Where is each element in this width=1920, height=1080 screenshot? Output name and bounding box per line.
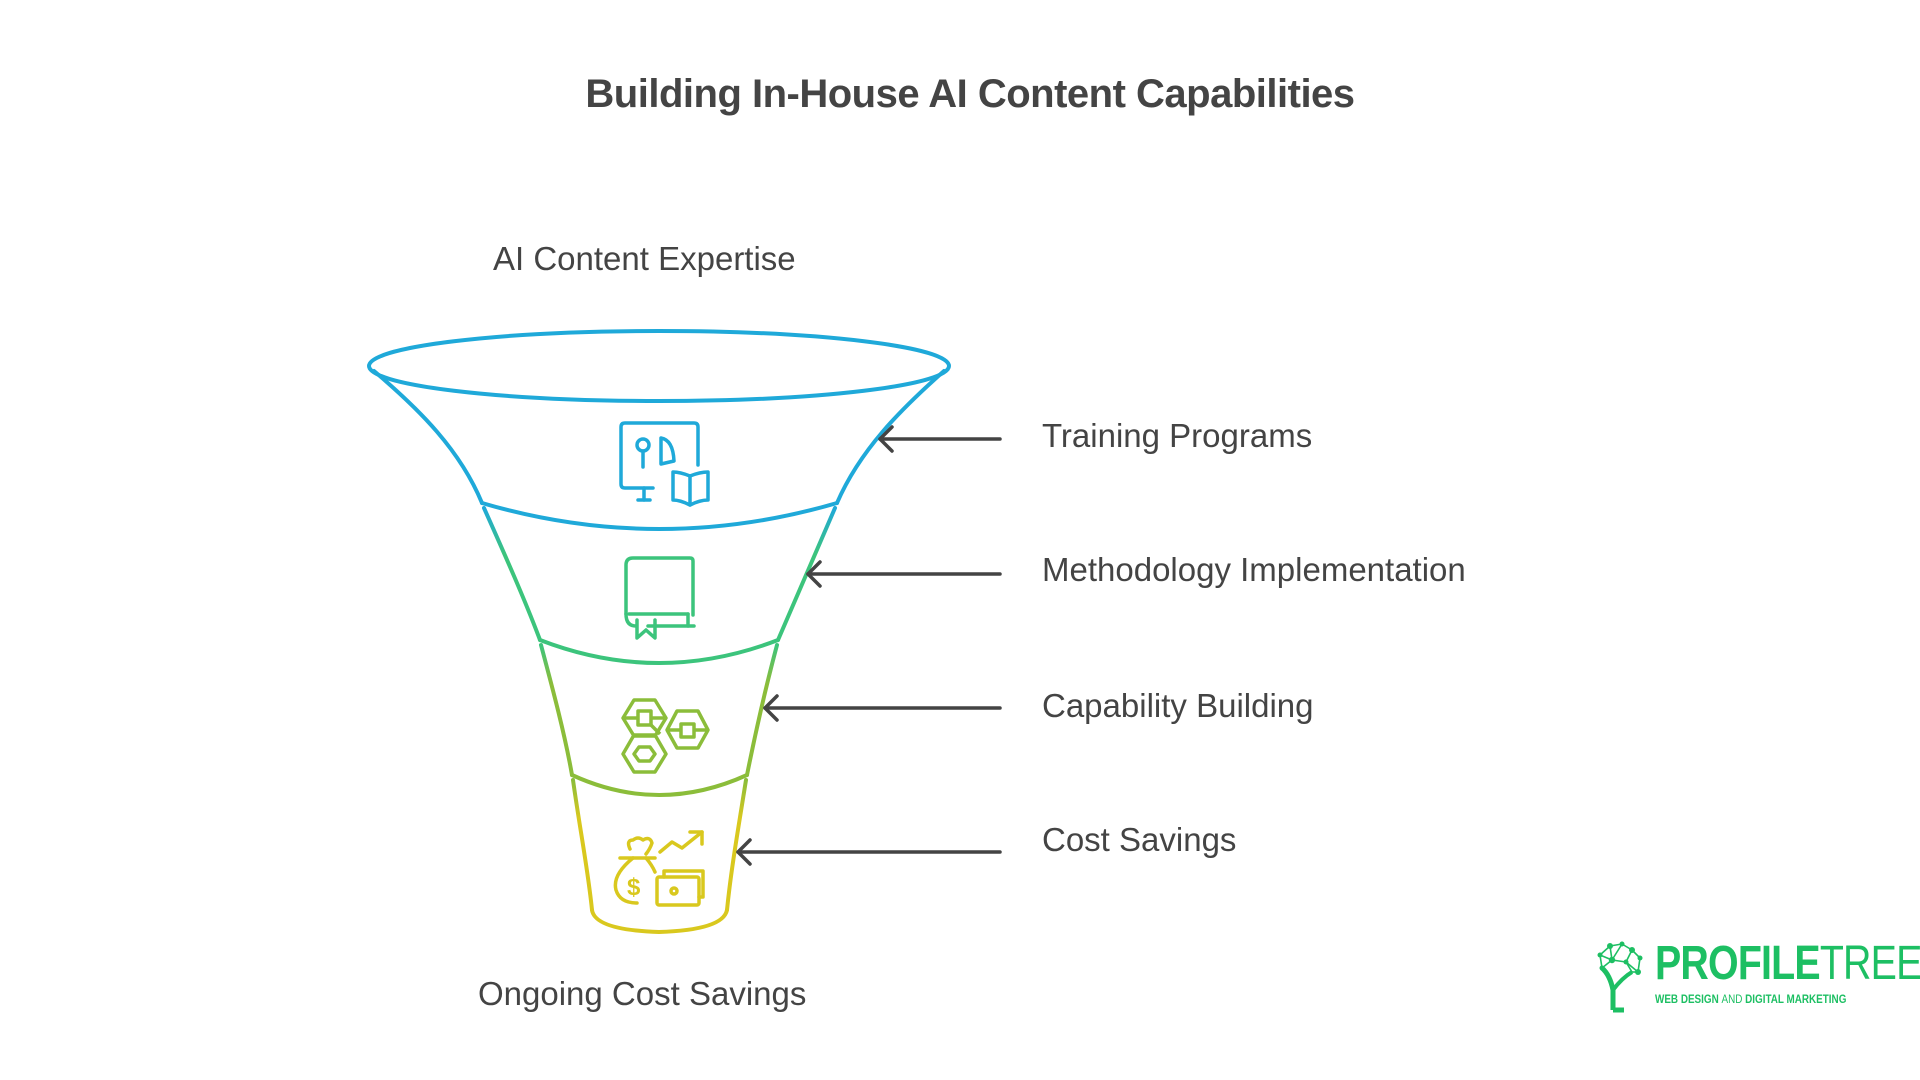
money-bag-growth-icon: $ [613,830,705,907]
arrow-stage-2 [806,560,1002,588]
funnel-bottom-label: Ongoing Cost Savings [478,975,807,1012]
logo-brand-thin: TREE [1819,937,1920,990]
svg-text:$: $ [627,874,641,901]
logo-tagline-1: WEB DESIGN [1655,994,1722,1006]
funnel-stage-2 [482,506,837,665]
funnel-stage-4 [571,778,748,935]
funnel-stage-1 [367,329,951,531]
funnel-top-label: AI Content Expertise [493,240,796,277]
logo-tagline: WEB DESIGN AND DIGITAL MARKETING [1655,994,1846,1006]
logo-brand-bold: PROFILE [1655,937,1821,990]
presentation-screen-book-icon [619,421,710,507]
logo-wordmark: PROFILETREE [1655,940,1920,988]
arrow-stage-4 [736,838,1002,866]
funnel-stage-3 [539,643,779,797]
stage-label-capability-building: Capability Building [1042,687,1314,724]
hexagon-nuts-icon [621,698,710,774]
logo-tagline-3: DIGITAL MARKETING [1742,994,1847,1006]
arrow-stage-1 [878,425,1002,453]
profiletree-logo: PROFILETREE WEB DESIGN AND DIGITAL MARKE… [1595,938,1920,1018]
stage-label-methodology-implementation: Methodology Implementation [1042,551,1466,588]
page-title: Building In-House AI Content Capabilitie… [585,72,1355,116]
stage-label-training-programs: Training Programs [1042,417,1313,454]
stage-label-cost-savings: Cost Savings [1042,821,1237,858]
arrow-stage-3 [763,694,1002,722]
tree-logo-nodes [1597,941,1643,975]
book-bookmark-icon [624,556,696,640]
logo-tagline-2: AND [1721,994,1743,1006]
